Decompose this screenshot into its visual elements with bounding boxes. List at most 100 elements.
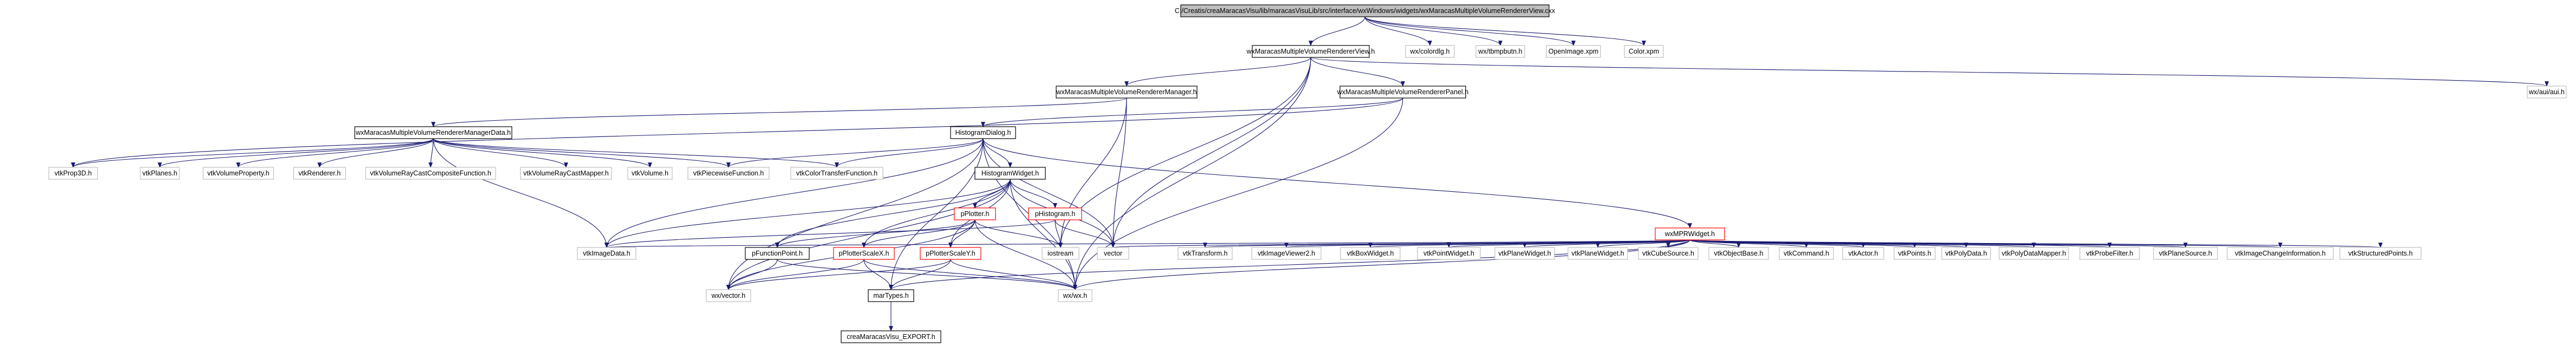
graph-node-wxvector[interactable]: wx/vector.h	[706, 289, 751, 302]
graph-node-vtkplanewidget[interactable]: vtkPlaneWidget.h	[1494, 247, 1555, 260]
node-label: wx/aui/aui.h	[2528, 88, 2565, 96]
graph-node-vtkrenderer[interactable]: vtkRenderer.h	[293, 167, 346, 180]
graph-node-vtkobjectbase[interactable]: vtkObjectBase.h	[1708, 247, 1769, 260]
graph-node-pplotter[interactable]: pPlotter.h	[954, 207, 996, 220]
edge-path	[983, 138, 1115, 248]
edge-pscalex-to-wxvector	[726, 259, 864, 290]
node-box	[1475, 45, 1525, 58]
graph-node-vtkpwf[interactable]: vtkPiecewiseFunction.h	[687, 167, 770, 180]
graph-node-pscaley[interactable]: pPlotterScaleY.h	[920, 247, 981, 260]
graph-node-root[interactable]: C:/Creatis/creaMaracasVisu/lib/maracasVi…	[1175, 4, 1556, 17]
graph-node-vtkimgchange[interactable]: vtkImageChangeInformation.h	[2227, 247, 2334, 260]
graph-node-vector[interactable]: vector	[1097, 247, 1129, 260]
graph-node-vtkboxwidget[interactable]: vtkBoxWidget.h	[1340, 247, 1401, 260]
graph-node-vtkstructpts[interactable]: vtkStructuredPoints.h	[2339, 247, 2422, 260]
edge-root-to-color-xpm	[1364, 16, 1646, 46]
node-box	[1340, 247, 1401, 260]
node-label: OpenImage.xpm	[1549, 48, 1598, 55]
graph-node-vtktransform[interactable]: vtkTransform.h	[1178, 247, 1233, 260]
edge-path	[431, 97, 1127, 127]
graph-node-openimage[interactable]: OpenImage.xpm	[1546, 45, 1601, 58]
graph-node-histdlg[interactable]: HistogramDialog.h	[950, 126, 1016, 139]
node-box	[1638, 247, 1699, 260]
graph-node-pscalex[interactable]: pPlotterScaleX.h	[833, 247, 895, 260]
node-box	[950, 126, 1016, 139]
graph-node-wxaui[interactable]: wx/aui/aui.h	[2527, 86, 2567, 99]
edge-histwidget-to-wxwx	[1010, 179, 1077, 290]
graph-node-vtkimageviewer2[interactable]: vtkImageViewer2.h	[1251, 247, 1322, 260]
node-box	[687, 167, 770, 180]
graph-node-color-xpm[interactable]: Color.xpm	[1624, 45, 1664, 58]
graph-node-vtkactor[interactable]: vtkActor.h	[1842, 247, 1884, 260]
graph-node-pfuncpoint[interactable]: pFunctionPoint.h	[745, 247, 810, 260]
graph-node-vtkpolydata[interactable]: vtkPolyData.h	[1941, 247, 1991, 260]
edge-root-to-wxtbmp	[1364, 16, 1502, 46]
node-label: pPlotterScaleY.h	[926, 250, 975, 257]
graph-node-wxcolordlg[interactable]: wx/colordlg.h	[1405, 45, 1455, 58]
node-label: wx/tbmpbutn.h	[1478, 48, 1522, 55]
graph-node-wxwx[interactable]: wx/wx.h	[1058, 289, 1092, 302]
edge-mgrdata-h-to-vtkrenderer	[317, 138, 434, 168]
graph-node-mathtypes[interactable]: marTypes.h	[868, 289, 914, 302]
graph-node-vtkplanesource[interactable]: vtkPlaneSource.h	[2153, 247, 2218, 260]
graph-node-vtkpdmapper[interactable]: vtkPolyDataMapper.h	[1999, 247, 2069, 260]
node-box	[1894, 247, 1936, 260]
node-label: vtkPoints.h	[1898, 250, 1931, 257]
graph-node-vtkcommand[interactable]: vtkCommand.h	[1779, 247, 1834, 260]
node-label: vtkStructuredPoints.h	[2349, 250, 2413, 257]
graph-node-phistogram[interactable]: pHistogram.h	[1028, 207, 1082, 220]
graph-node-vtkprobefilter[interactable]: vtkProbeFilter.h	[2079, 247, 2140, 260]
edge-path	[1596, 239, 1690, 248]
node-label: vtkVolume.h	[632, 169, 668, 177]
edge-mprwidget-to-vtkplanesource	[1689, 239, 2187, 248]
graph-node-export[interactable]: creaMaracasVisu_EXPORT.h	[841, 330, 941, 343]
graph-node-vtkvolume[interactable]: vtkVolume.h	[627, 167, 673, 180]
edge-path	[974, 219, 1077, 290]
graph-node-vtkimagedata[interactable]: vtkImageData.h	[577, 247, 636, 260]
graph-node-mprwidget[interactable]: wxMPRWidget.h	[1655, 227, 1725, 240]
graph-node-vtkplanewidget2[interactable]: vtkPlaneWidget.h	[1567, 247, 1628, 260]
node-label: HistogramDialog.h	[955, 129, 1011, 136]
graph-node-mgrdata-h[interactable]: wxMaracasMultipleVolumeRendererManagerDa…	[354, 126, 512, 139]
edge-path	[775, 179, 1011, 248]
node-label: vtkVolumeRayCastMapper.h	[523, 169, 609, 177]
edge-mprwidget-to-vtkstructpts	[1689, 239, 2382, 248]
node-label: wxMaracasMultipleVolumeRendererManager.h	[1056, 88, 1196, 96]
edge-pplotter-to-pscaley	[948, 219, 975, 248]
node-box	[1999, 247, 2069, 260]
graph-node-vtkcubesource[interactable]: vtkCubeSource.h	[1638, 247, 1699, 260]
edge-view-h-to-manager-h	[1124, 57, 1311, 87]
edge-path	[604, 138, 984, 248]
graph-node-manager-h[interactable]: wxMaracasMultipleVolumeRendererManager.h	[1056, 86, 1198, 99]
graph-node-vtkpointwidget[interactable]: vtkPointWidget.h	[1417, 247, 1481, 260]
node-label: pPlotter.h	[961, 210, 990, 218]
edge-path	[1364, 16, 1576, 46]
edge-path	[1364, 16, 1646, 46]
graph-node-vtkpoints[interactable]: vtkPoints.h	[1894, 247, 1936, 260]
graph-node-panel-h[interactable]: wxMaracasMultipleVolumeRendererPanel.h	[1337, 86, 1469, 99]
graph-node-vtkrccomp[interactable]: vtkVolumeRayCastCompositeFunction.h	[365, 167, 496, 180]
graph-node-vtkvolprop[interactable]: vtkVolumeProperty.h	[203, 167, 274, 180]
edge-path	[777, 259, 1077, 290]
graph-node-vtkctf[interactable]: vtkColorTransferFunction.h	[790, 167, 883, 180]
graph-node-wxtbmp[interactable]: wx/tbmpbutn.h	[1475, 45, 1525, 58]
edge-path	[1124, 57, 1311, 87]
node-label: wx/wx.h	[1063, 292, 1088, 299]
graph-node-vtkprop3d[interactable]: vtkProp3D.h	[48, 167, 98, 180]
edge-path	[1073, 57, 1311, 290]
node-box	[1251, 247, 1322, 260]
graph-node-vtkplanes[interactable]: vtkPlanes.h	[140, 167, 180, 180]
graph-node-iostream[interactable]: iostream	[1042, 247, 1079, 260]
edge-path	[71, 97, 1403, 168]
graph-node-histwidget[interactable]: HistogramWidget.h	[974, 167, 1046, 180]
node-label: wxMaracasMultipleVolumeRendererManagerDa…	[355, 129, 511, 136]
node-box	[841, 330, 941, 343]
graph-node-view-h[interactable]: wxMaracasMultipleVolumeRendererView.h	[1246, 45, 1375, 58]
node-box	[577, 247, 636, 260]
node-label: vtkProbeFilter.h	[2086, 250, 2133, 257]
node-label: wxMaracasMultipleVolumeRendererPanel.h	[1337, 88, 1469, 96]
graph-node-vtkrcmapper[interactable]: vtkVolumeRayCastMapper.h	[520, 167, 612, 180]
edge-path	[974, 219, 1063, 248]
node-label: vector	[1104, 250, 1122, 257]
edge-mgrdata-h-to-vtkctf	[433, 138, 839, 168]
